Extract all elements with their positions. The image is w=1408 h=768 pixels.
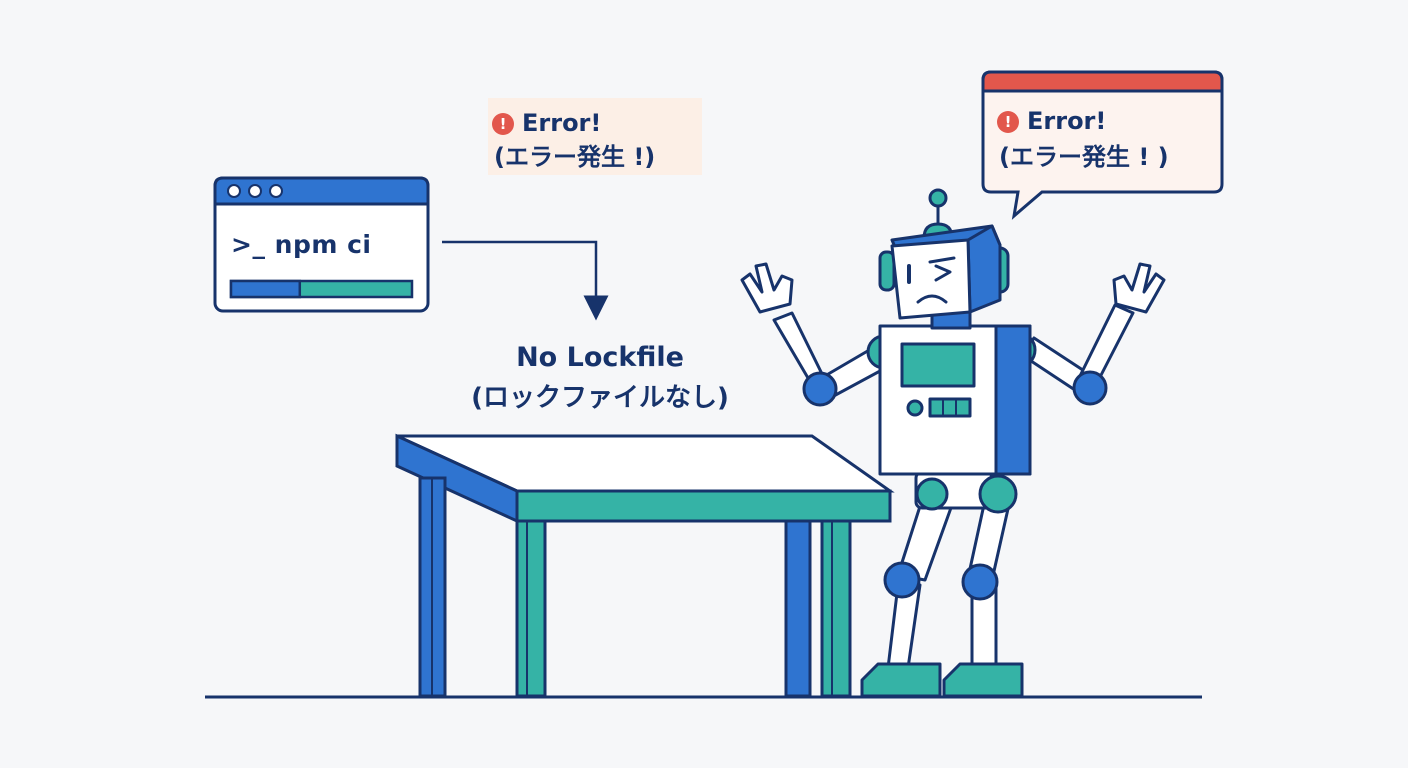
floating-error-title: Error!	[522, 109, 602, 137]
floating-error-subtitle: (エラー発生 !)	[494, 143, 656, 171]
table-leg-back-right	[820, 519, 852, 698]
floating-error-box	[488, 98, 702, 175]
robot-right-hand	[1112, 262, 1166, 314]
progress-fill	[229, 279, 302, 299]
table-leg-front-right	[784, 519, 812, 698]
robot-left-hip-joint	[915, 477, 949, 511]
floating-error-label: ! Error! (エラー発生 !)	[492, 106, 655, 174]
robot-right-eye-squint	[934, 264, 952, 282]
robot-left-elbow	[802, 371, 838, 407]
robot-right-knee	[961, 563, 999, 601]
table-front-edge	[515, 489, 892, 523]
robot-left-hand	[740, 262, 794, 314]
robot-speech-bubble	[981, 70, 1224, 220]
no-lockfile-label: No Lockfile (ロックファイルなし)	[455, 338, 745, 418]
robot-chest-button	[906, 399, 924, 417]
table	[395, 433, 895, 698]
robot-right-forearm	[1078, 303, 1135, 383]
robot-bubble-subtitle: (エラー発生 ! )	[999, 143, 1169, 171]
exclamation-icon: !	[997, 111, 1019, 133]
robot-right-foot	[942, 662, 1024, 698]
robot-face	[890, 238, 972, 320]
robot-antenna-tip	[928, 188, 948, 208]
robot-right-elbow	[1072, 370, 1108, 406]
robot-left-foot	[860, 662, 942, 698]
robot	[740, 188, 1166, 698]
robot-chest-screen	[900, 342, 976, 388]
no-lockfile-title: No Lockfile	[516, 342, 684, 373]
flow-arrow	[442, 240, 609, 321]
no-lockfile-subtitle: (ロックファイルなし)	[471, 383, 729, 413]
robot-bubble-label: ! Error! (エラー発生 ! )	[997, 103, 1169, 175]
robot-torso-side	[994, 324, 1032, 476]
robot-right-hip-joint	[978, 474, 1018, 514]
window-dot-1	[227, 184, 241, 198]
robot-frown	[916, 294, 948, 304]
robot-left-knee	[883, 561, 921, 599]
robot-chest-vents	[928, 397, 972, 418]
window-dot-3	[269, 184, 283, 198]
table-leg-front-left	[515, 519, 547, 698]
window-dot-2	[248, 184, 262, 198]
terminal-command: >_ npm ci	[231, 230, 372, 259]
robot-bubble-title: Error!	[1027, 107, 1107, 135]
terminal-window	[213, 176, 430, 313]
robot-head-side	[966, 224, 1002, 314]
exclamation-icon: !	[492, 113, 514, 135]
robot-right-brow	[928, 256, 956, 264]
